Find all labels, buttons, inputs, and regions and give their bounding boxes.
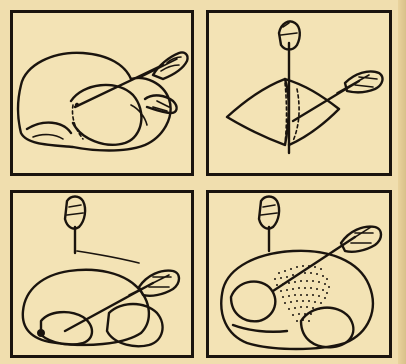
panel-wing-needle [206,10,392,176]
trussing-bird-drawing [13,13,191,173]
panel-leg-needle [10,190,194,358]
wing-needle-drawing [209,13,389,173]
larding-breast-drawing [209,193,389,355]
panel-larding-breast [206,190,392,358]
larding-dots [274,265,330,322]
page-edge [398,0,406,364]
panel-trussing-bird [10,10,194,176]
leg-needle-drawing [13,193,191,355]
